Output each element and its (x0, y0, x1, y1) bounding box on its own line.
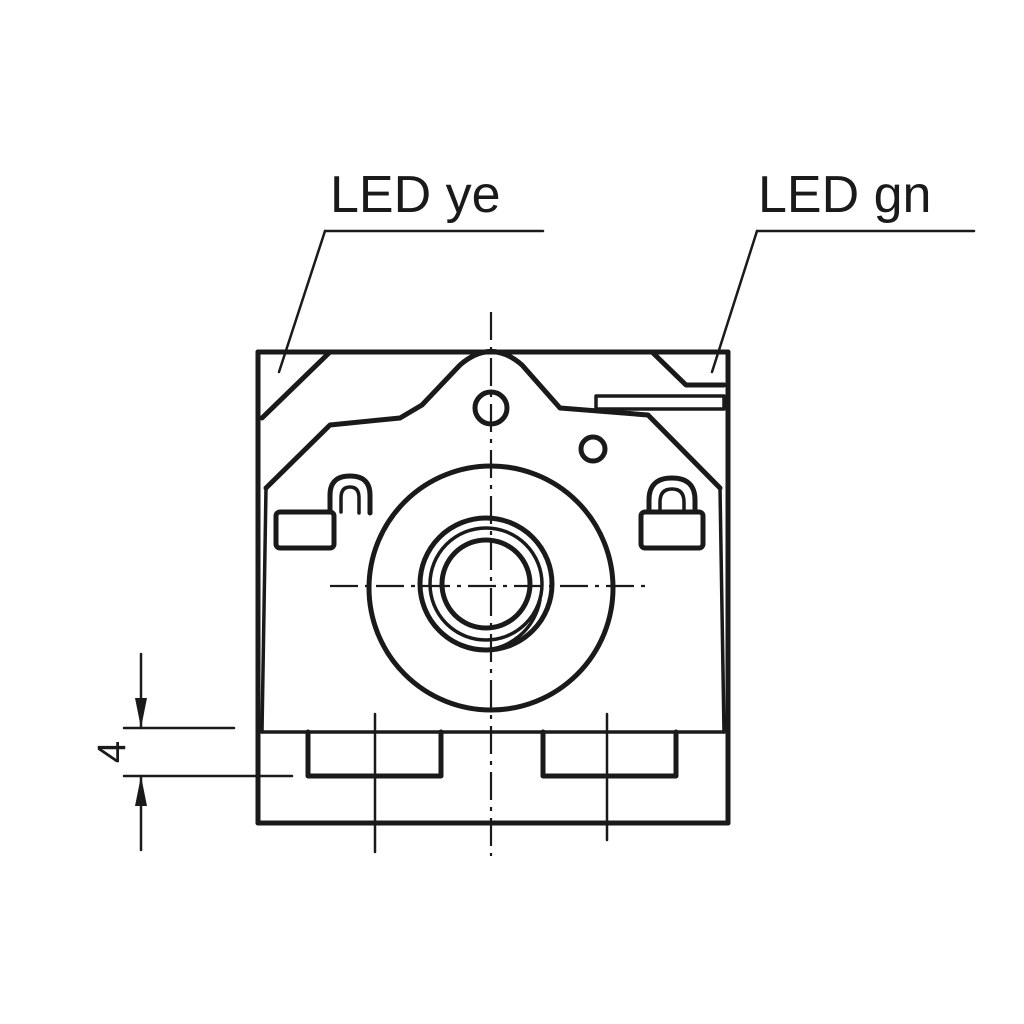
led-green-window (649, 349, 727, 388)
dimension-height-value: 4 (90, 741, 134, 763)
center-lines (330, 312, 645, 856)
locked-padlock-icon (638, 475, 706, 551)
inner-wall-left (260, 486, 268, 734)
mounting-hole-small (578, 434, 608, 464)
bottom-slot-right (540, 729, 679, 779)
led-green-slot (594, 394, 726, 411)
top-contour (263, 349, 723, 491)
led-yellow-window (259, 349, 333, 421)
label-led-yellow: LED ye (330, 166, 501, 224)
leader-led-green (710, 229, 976, 374)
dimension-height (122, 652, 294, 852)
inner-wall-right (718, 486, 726, 734)
label-led-green: LED gn (758, 166, 931, 224)
unlocked-padlock-icon (273, 473, 373, 551)
leader-led-yellow (277, 229, 545, 374)
